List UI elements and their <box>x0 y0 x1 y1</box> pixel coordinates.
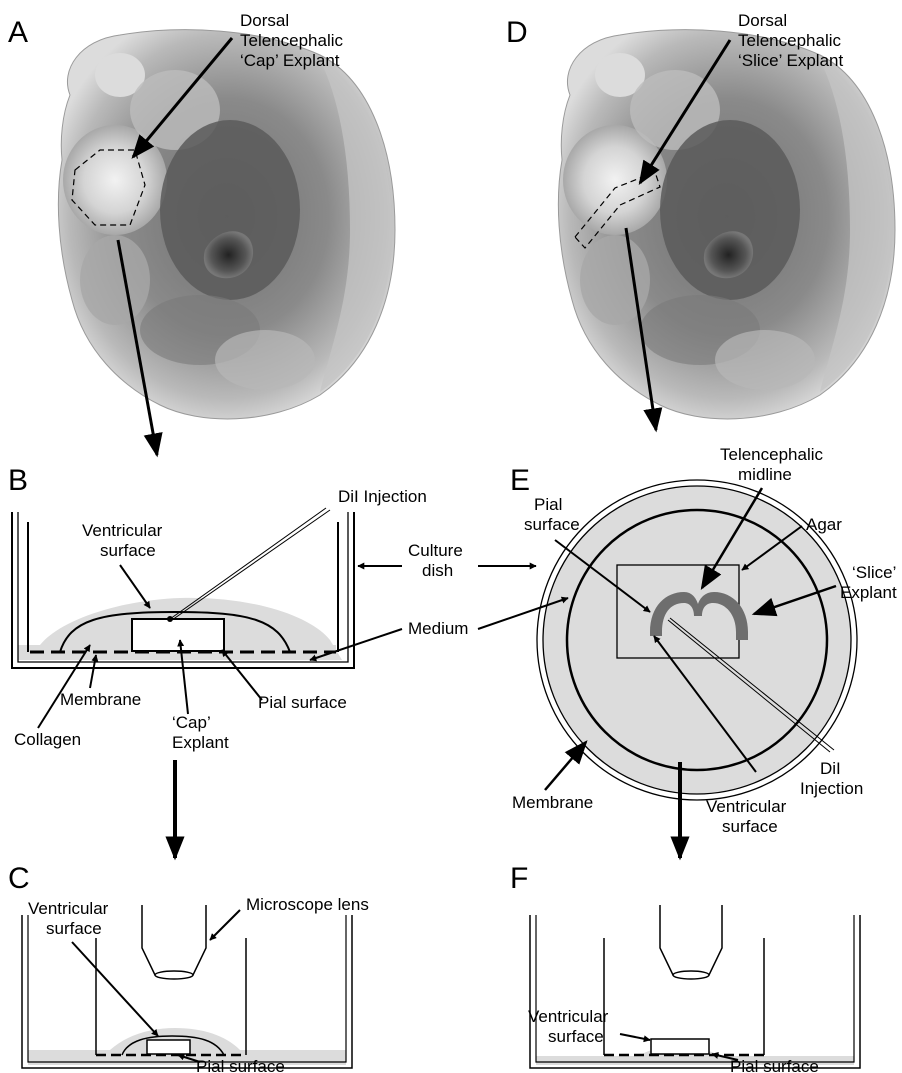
b-ventricular-arrow <box>120 565 150 608</box>
e-ventricular-line1: Ventricular <box>706 797 787 816</box>
d-label-line2: Telencephalic <box>738 31 842 50</box>
c-pial-label: Pial surface <box>196 1057 285 1073</box>
b-pial-label: Pial surface <box>258 693 347 712</box>
panel-label-f: F <box>510 862 528 895</box>
embryo-image-a <box>58 30 395 419</box>
panel-label-b: B <box>8 464 28 497</box>
c-ventricular-line2: surface <box>46 919 102 938</box>
b-ventricular-line2: surface <box>100 541 156 560</box>
e-slice-line2: Explant <box>840 583 897 602</box>
b-cap-line1: ‘Cap’ <box>172 713 211 732</box>
panel-label-c: C <box>8 862 30 895</box>
a-label-line3: ‘Cap’ Explant <box>240 51 340 70</box>
d-label-line1: Dorsal <box>738 11 787 30</box>
b-culture-line2: dish <box>422 561 453 580</box>
f-ventricular-line2: surface <box>548 1027 604 1046</box>
e-agar-label: Agar <box>806 515 842 534</box>
embryo-image-d <box>558 30 895 419</box>
panel-label-d: D <box>506 16 528 49</box>
agar-block <box>617 565 739 658</box>
c-lens-label: Microscope lens <box>246 895 369 914</box>
b-ventricular-line1: Ventricular <box>82 521 163 540</box>
e-dil-line2: Injection <box>800 779 863 798</box>
e-membrane-arrow <box>545 742 586 790</box>
c-lens-arrow <box>210 910 240 940</box>
c-ventricular-line1: Ventricular <box>28 899 109 918</box>
e-midline-line2: midline <box>738 465 792 484</box>
e-dil-line1: DiI <box>820 759 841 778</box>
e-midline-line1: Telencephalic <box>720 445 824 464</box>
dil-needle-b-1 <box>170 508 326 619</box>
b-dil-label: DiI Injection <box>338 487 427 506</box>
f-ventricular-arrow <box>620 1034 650 1040</box>
e-pial-line1: Pial <box>534 495 562 514</box>
a-label-line1: Dorsal <box>240 11 289 30</box>
b-cap-line2: Explant <box>172 733 229 752</box>
culture-dish-b <box>12 512 354 668</box>
e-ventricular-line2: surface <box>722 817 778 836</box>
panel-label-e: E <box>510 464 530 497</box>
f-ventricular-line1: Ventricular <box>528 1007 609 1026</box>
b-culture-line1: Culture <box>408 541 463 560</box>
b-membrane-label: Membrane <box>60 690 141 709</box>
panel-label-a: A <box>8 16 28 49</box>
b-collagen-label: Collagen <box>14 730 81 749</box>
d-label-line3: ‘Slice’ Explant <box>738 51 843 70</box>
a-label-line2: Telencephalic <box>240 31 344 50</box>
cap-explant-block <box>132 619 224 651</box>
microscope-lens-f <box>660 905 722 975</box>
e-membrane-label: Membrane <box>512 793 593 812</box>
f-pial-label: Pial surface <box>730 1057 819 1073</box>
b-medium-label: Medium <box>408 619 468 638</box>
microscope-lens-c <box>142 905 206 975</box>
e-pial-line2: surface <box>524 515 580 534</box>
e-slice-line1: ‘Slice’ <box>852 563 896 582</box>
